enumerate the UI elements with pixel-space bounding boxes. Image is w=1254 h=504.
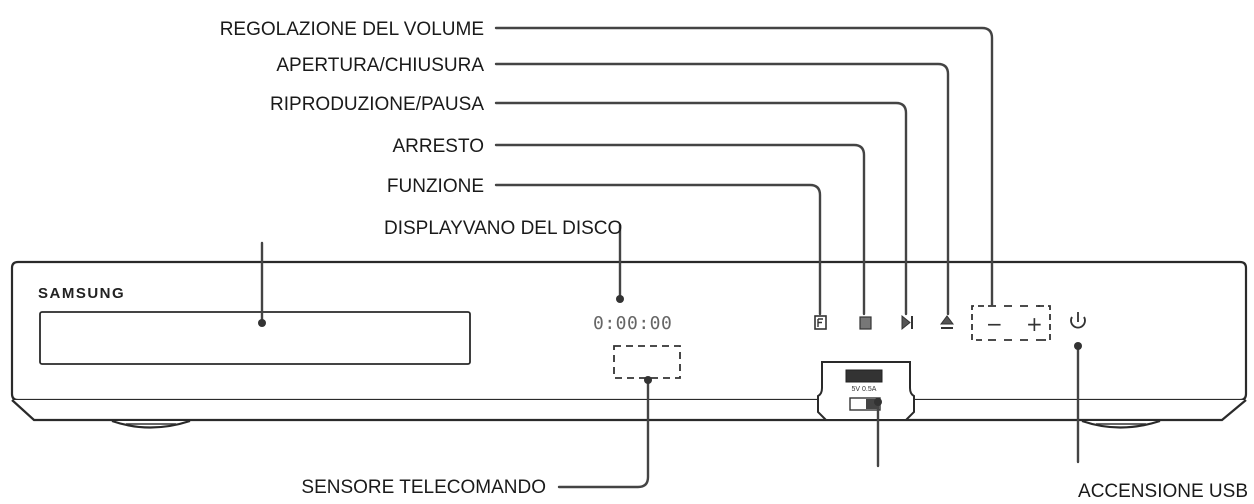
volume-plus-icon: + bbox=[1026, 312, 1043, 336]
volume-up-button[interactable] bbox=[1038, 305, 1051, 341]
label-remote-sensor: SENSORE TELECOMANDO bbox=[301, 477, 546, 498]
function-button[interactable] bbox=[814, 315, 827, 330]
front-display-digits: 0:00:00 bbox=[593, 313, 672, 334]
player-body bbox=[10, 260, 1248, 429]
leader-open-close bbox=[494, 62, 950, 316]
disc-tray bbox=[39, 311, 471, 365]
stop-button[interactable] bbox=[859, 316, 872, 330]
label-open-close: APERTURA/CHIUSURA bbox=[276, 55, 484, 76]
leader-play-pause bbox=[494, 101, 908, 316]
volume-down-button[interactable] bbox=[971, 305, 984, 341]
leader-usb-dot bbox=[874, 398, 882, 406]
usb-port-label: 5V 0.5A bbox=[852, 386, 877, 393]
label-power-usb: ACCENSIONE USB bbox=[1078, 481, 1248, 502]
brand-logo-text: SAMSUNG bbox=[38, 285, 125, 302]
leader-display-dot bbox=[616, 295, 624, 303]
leader-function bbox=[494, 183, 822, 316]
leader-power-dot bbox=[1074, 342, 1082, 350]
leader-stop bbox=[494, 143, 866, 316]
front-panel-outline bbox=[10, 260, 1248, 402]
eject-button[interactable] bbox=[940, 315, 954, 329]
leader-remote-sensor-dot bbox=[644, 376, 652, 384]
leader-remote-sensor bbox=[557, 378, 650, 489]
power-icon[interactable] bbox=[1070, 312, 1086, 329]
label-volume: REGOLAZIONE DEL VOLUME bbox=[220, 19, 484, 40]
remote-sensor-window bbox=[613, 345, 681, 379]
label-play-pause: RIPRODUZIONE/PAUSA bbox=[270, 94, 484, 115]
leader-disc-tray-dot bbox=[258, 319, 266, 327]
volume-minus-icon: − bbox=[986, 312, 1003, 336]
volume-buttons[interactable]: − + bbox=[971, 305, 1051, 341]
play-pause-button[interactable] bbox=[901, 314, 913, 331]
bottom-bevel bbox=[11, 399, 1247, 422]
label-function: FUNZIONE bbox=[387, 176, 484, 197]
leader-volume bbox=[494, 26, 994, 307]
label-display-disc-tray: DISPLAYVANO DEL DISCO bbox=[384, 218, 622, 239]
usb-port-housing[interactable]: 5V 0.5A bbox=[817, 361, 915, 421]
label-stop: ARRESTO bbox=[392, 136, 484, 157]
